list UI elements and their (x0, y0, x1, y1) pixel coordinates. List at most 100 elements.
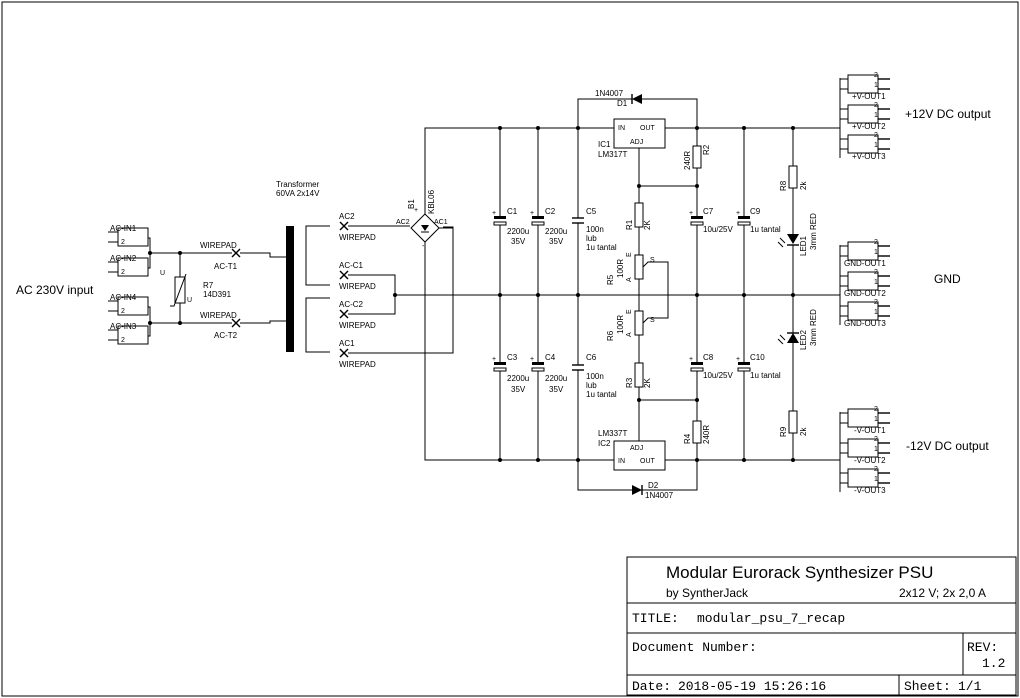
r6-label: R6 (606, 330, 615, 341)
ac-c2-label: AC-C2 (339, 300, 364, 309)
r7-value: 14D391 (203, 290, 232, 299)
led-led2: LED2 3mm RED (777, 295, 818, 411)
pin-label: 2 (874, 406, 878, 413)
connector-ac-in3: AC-IN3 2 (108, 322, 149, 345)
ac-input-label: AC 230V input (16, 283, 94, 297)
r5-value: 100R (616, 259, 625, 278)
ac-t1-label: AC-T1 (214, 262, 238, 271)
r9-label: R9 (779, 426, 788, 437)
project-title: Modular Eurorack Synthesizer PSU (666, 563, 933, 582)
led2-value: 3mm RED (809, 309, 818, 346)
wirepad-label: WIREPAD (339, 282, 376, 291)
ac2-label: AC2 (339, 212, 355, 221)
pin-label: 2 (874, 436, 878, 443)
pin-label: 2 (874, 72, 878, 79)
c6-alt-value: 1u tantal (586, 390, 617, 399)
ic1-pin-in: IN (618, 125, 625, 132)
transformer: Transformer 60VA 2x14V (270, 180, 330, 353)
pin-label: 2 (121, 269, 125, 276)
b1-ac1-label: AC1 (434, 219, 448, 226)
connector-label: GND-OUT2 (844, 289, 886, 298)
gnd-out-connectors: 2 1 GND-OUT1 2 1 GND-OUT2 2 1 GND-OUT3 (839, 239, 890, 328)
r1-value: 2K (643, 220, 652, 230)
svg-text:U: U (160, 270, 165, 277)
connector-label: +V-OUT1 (852, 92, 886, 101)
secondary-wires (348, 225, 840, 354)
c4-value: 2200u (545, 374, 567, 383)
capacitor-c9: + C9 1u tantal (736, 128, 781, 295)
resistor-r4: R4 240R (683, 400, 711, 460)
pin-label: 1 (874, 82, 878, 89)
capacitor-c7: + C7 10u/25V (689, 186, 733, 295)
ac-c1-label: AC-C1 (339, 261, 364, 270)
c7-value: 10u/25V (703, 225, 733, 234)
r6-pin-e: E (626, 309, 633, 314)
pin-label: 2 (874, 466, 878, 473)
resistor-r3: R3 2K (625, 335, 652, 400)
docnum-label: Document Number: (632, 640, 757, 655)
connector-pos-out2: 2 1 +V-OUT2 (840, 102, 890, 131)
capacitor-c5: C5 100n lub 1u tantal (572, 128, 617, 295)
d2-value: 1N4007 (645, 491, 674, 500)
resistor-r1: R1 2K (625, 186, 652, 255)
connector-label: GND-OUT1 (844, 259, 886, 268)
c2-voltage: 35V (549, 237, 564, 246)
capacitor-c6: C6 100n lub 1u tantal (572, 295, 617, 460)
kbl06-label: KBL06 (427, 189, 436, 214)
varistor-r7: U U R7 14D391 (160, 270, 232, 307)
c4-label: C4 (545, 353, 556, 362)
r2-label: R2 (702, 144, 711, 155)
pin-label: 2 (874, 102, 878, 109)
capacitor-c10: + C10 1u tantal (736, 295, 781, 460)
led1-value: 3mm RED (809, 213, 818, 250)
ic2-value: LM337T (598, 429, 627, 438)
svg-text:+: + (492, 356, 496, 363)
c2-label: C2 (545, 207, 556, 216)
r8-value: 2k (799, 181, 808, 190)
pin-label: 1 (874, 446, 878, 453)
pin-label: 2 (121, 337, 125, 344)
connector-label: AC-IN4 (110, 293, 137, 302)
connector-ac-in2: AC-IN2 2 (108, 254, 149, 277)
b1-label: B1 (407, 199, 416, 209)
c8-value: 10u/25V (703, 371, 733, 380)
c9-value: 1u tantal (750, 225, 781, 234)
title-value: modular_psu_7_recap (697, 611, 845, 626)
ic2-pin-out: OUT (640, 458, 656, 465)
c3-voltage: 35V (511, 385, 526, 394)
svg-text:+: + (736, 210, 740, 217)
pin-label: 2 (874, 239, 878, 246)
connector-neg-out3: 2 1 -V-OUT3 (840, 466, 890, 495)
connector-label: +V-OUT2 (852, 122, 886, 131)
project-spec: 2x12 V; 2x 2,0 A (899, 586, 986, 600)
ic2-label: IC2 (598, 439, 611, 448)
c5-label: C5 (586, 207, 597, 216)
neg-out-connectors: 2 1 -V-OUT1 2 1 -V-OUT2 2 1 -V-OUT3 (839, 406, 890, 495)
capacitor-c4: + C4 2200u 35V (530, 295, 567, 460)
c3-value: 2200u (507, 374, 529, 383)
connector-pos-out3: 2 1 +V-OUT3 (840, 132, 890, 161)
r5-label: R5 (606, 274, 615, 285)
r8-label: R8 (779, 180, 788, 191)
connector-gnd-out1: 2 1 GND-OUT1 (840, 239, 890, 268)
d1-value: 1N4007 (595, 89, 624, 98)
c6-label: C6 (586, 353, 597, 362)
ic1-label: IC1 (598, 140, 611, 149)
connector-pos-out1: 2 1 +V-OUT1 (840, 72, 890, 101)
trimmer-r6: S A E R6 100R (606, 295, 669, 341)
connector-ac-in1: AC-IN1 2 (108, 224, 149, 247)
d2-label: D2 (648, 481, 659, 490)
wirepad-ac1: AC1 WIREPAD (339, 339, 376, 369)
capacitor-c8: + C8 10u/25V (689, 295, 733, 400)
b1-ac2-label: AC2 (396, 219, 410, 226)
c1-label: C1 (507, 207, 518, 216)
led-led1: LED1 3mm RED (777, 213, 818, 295)
wirepad-label: WIREPAD (339, 321, 376, 330)
c10-value: 1u tantal (750, 371, 781, 380)
c10-label: C10 (750, 353, 765, 362)
resistor-r9: R9 2k (779, 410, 808, 460)
connector-label: AC-IN1 (110, 224, 137, 233)
pin-label: 1 (874, 279, 878, 286)
